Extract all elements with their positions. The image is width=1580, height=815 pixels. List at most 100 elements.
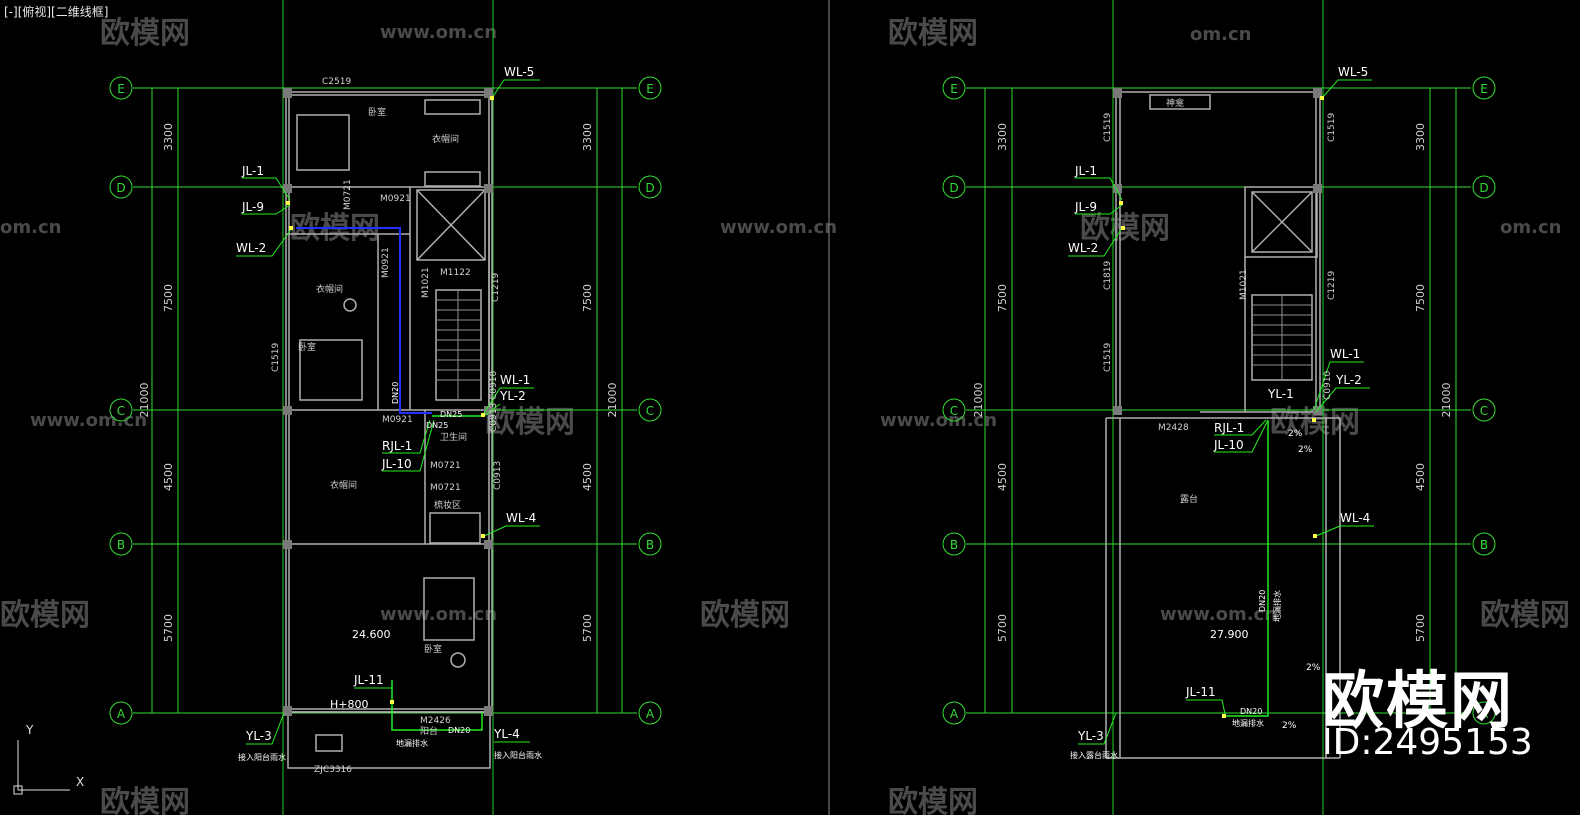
- svg-text:E: E: [950, 82, 958, 96]
- dim-7500: 7500: [162, 284, 175, 312]
- axis-bubble-C: C: [1472, 398, 1496, 422]
- dim-total: 21000: [1440, 383, 1453, 418]
- svg-text:A: A: [646, 707, 655, 721]
- pipe-label-jl10: JL-10: [1213, 438, 1244, 452]
- svg-text:A: A: [117, 707, 126, 721]
- dim-3300: 3300: [996, 123, 1009, 151]
- door-tag: M0721: [430, 461, 461, 471]
- pipe-label-yl3: YL-3: [1077, 729, 1104, 743]
- dim-4500: 4500: [162, 463, 175, 491]
- room-label-dressing: 梳妆区: [434, 499, 461, 511]
- svg-text:C: C: [646, 404, 654, 418]
- room-label-closet: 衣帽间: [330, 479, 357, 491]
- watermark-text: 欧模网: [485, 405, 575, 440]
- axis-bubble-D: D: [638, 175, 662, 199]
- viewport-label[interactable]: [-][俯视][二维线框]: [4, 5, 109, 19]
- svg-text:B: B: [950, 538, 958, 552]
- door-tag: M0721: [430, 483, 461, 493]
- svg-text:D: D: [116, 181, 125, 195]
- pipe-markers: [1119, 96, 1324, 718]
- dim-total: 21000: [138, 383, 151, 418]
- room-label-bedroom: 卧室: [368, 106, 386, 118]
- window-tag: C1519: [1327, 113, 1337, 142]
- pipe-label-jl9: JL-9: [1074, 200, 1097, 214]
- door-tag: M1021: [421, 267, 431, 298]
- drain-note: 地漏排水: [1232, 718, 1264, 728]
- dim-5700: 5700: [581, 614, 594, 642]
- window-tag: C0910: [1323, 371, 1333, 400]
- pipe-size: DN20: [448, 726, 470, 735]
- shaft-label: 神龛: [1166, 97, 1184, 109]
- pipe-size: DN25: [426, 421, 448, 430]
- room-label-bedroom: 卧室: [298, 341, 316, 353]
- window-tag: C0910: [489, 371, 499, 400]
- pipe-size: DN20: [1258, 590, 1267, 612]
- dim-5700: 5700: [1414, 614, 1427, 642]
- axis-bubble-E: E: [942, 76, 966, 100]
- window-tag: ZJC3316: [314, 765, 352, 775]
- axis-bubble-E: E: [638, 76, 662, 100]
- door-tag: M1021: [1239, 269, 1249, 300]
- pipe-label-wl4: WL-4: [1340, 511, 1370, 525]
- stair-treads: [436, 290, 481, 400]
- pipe-label-rjl1: RJL-1: [1214, 421, 1244, 435]
- pipe-label-wl5: WL-5: [1338, 65, 1368, 79]
- dim-7500: 7500: [581, 284, 594, 312]
- dim-4500: 4500: [996, 463, 1009, 491]
- door-tag: M0921: [380, 194, 411, 204]
- watermark-text: om.cn: [1190, 24, 1251, 45]
- door-tag: M2428: [1158, 423, 1189, 433]
- pipe-label-wl5: WL-5: [504, 65, 534, 79]
- door-tag: M0921: [382, 415, 413, 425]
- watermark-text: www.om.cn: [380, 604, 497, 625]
- door-tag: M0921: [381, 247, 391, 278]
- svg-text:B: B: [117, 538, 125, 552]
- drain-note: 接入露台雨水: [1070, 750, 1118, 760]
- dim-4500: 4500: [581, 463, 594, 491]
- watermark-text: www.om.cn: [30, 410, 147, 431]
- watermark-text: www.om.cn: [1160, 604, 1277, 625]
- svg-text:E: E: [117, 82, 125, 96]
- height-mark: H+800: [330, 698, 368, 711]
- room-label-closet: 衣帽间: [432, 133, 459, 145]
- right-plan: E D C B A E D C B A 3300 7500 4500 5700 …: [942, 0, 1496, 815]
- dim-3300: 3300: [1414, 123, 1427, 151]
- pipe-label-wl1: WL-1: [1330, 347, 1360, 361]
- axis-bubble-B: B: [109, 532, 133, 556]
- watermark-text: 欧模网: [100, 785, 190, 815]
- watermark-text: 欧模网: [0, 598, 90, 633]
- pipe-size: DN25: [440, 410, 462, 419]
- dim-5700: 5700: [996, 614, 1009, 642]
- axis-bubble-C: C: [109, 398, 133, 422]
- slope-mark: 2%: [1288, 429, 1303, 439]
- leader-lines: [236, 79, 540, 745]
- watermark-text: www.om.cn: [380, 22, 497, 43]
- balcony-drain-pipe: [391, 680, 483, 731]
- watermark-text: 欧模网: [100, 16, 190, 51]
- pipe-label-jl11: JL-11: [353, 673, 384, 687]
- pipe-label-yl2: YL-2: [1335, 373, 1362, 387]
- axis-bubble-D: D: [942, 175, 966, 199]
- walls: [285, 91, 493, 769]
- room-label-bath: 卫生间: [440, 431, 467, 443]
- pipe-label-yl1: YL-1: [1267, 387, 1294, 401]
- pipe-label-jl1: JL-1: [241, 164, 264, 178]
- dim-5700: 5700: [162, 614, 175, 642]
- ucs-x-label: X: [76, 775, 84, 789]
- window-tag: C0913: [489, 403, 499, 432]
- svg-text:B: B: [1480, 538, 1488, 552]
- svg-text:D: D: [1479, 181, 1488, 195]
- room-label-closet: 衣帽间: [316, 283, 343, 295]
- pipe-label-yl3: YL-3: [245, 729, 272, 743]
- axis-bubble-E: E: [1472, 76, 1496, 100]
- svg-text:A: A: [1480, 707, 1489, 721]
- window-tag: C1519: [1103, 343, 1113, 372]
- dim-7500: 7500: [996, 284, 1009, 312]
- svg-text:B: B: [646, 538, 654, 552]
- pipe-label-jl1: JL-1: [1074, 164, 1097, 178]
- axis-bubble-B: B: [942, 532, 966, 556]
- slope-mark: 2%: [1282, 721, 1297, 731]
- axis-bubble-D: D: [1472, 175, 1496, 199]
- door-tag: M1122: [440, 268, 471, 278]
